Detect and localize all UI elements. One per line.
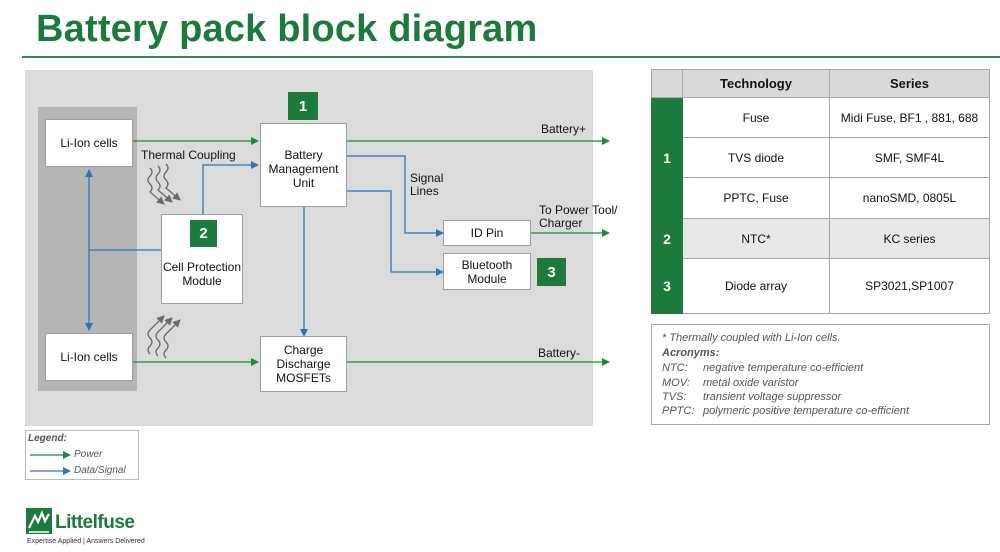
table-row: PPTC, Fuse nanoSMD, 0805L [652, 177, 990, 219]
battery-management-unit: Battery Management Unit [260, 123, 347, 207]
table-header-blank [651, 69, 683, 98]
signal-line-bmu-to-id-pin [347, 155, 444, 237]
table-cell-series: KC series [829, 218, 990, 259]
table-row: 2 NTC* KC series [651, 218, 990, 259]
battery-plus-label: Battery+ [541, 122, 587, 136]
technology-table: Technology Series 1 Fuse Midi Fuse, BF1 … [651, 69, 990, 314]
legend-power-label: Power [74, 449, 103, 460]
table-header-row: Technology Series [651, 69, 990, 98]
title-divider [22, 56, 1000, 58]
littelfuse-logo-icon [26, 508, 52, 534]
table-cell-technology: Diode array [682, 258, 830, 314]
thermal-coupling-arrows-top [147, 163, 181, 205]
battery-minus-label: Battery- [538, 346, 581, 360]
table-cell-technology: NTC* [682, 218, 830, 259]
acronym-key: MOV: [662, 377, 690, 389]
table-cell-series: Midi Fuse, BF1 , 881, 688 [829, 97, 990, 138]
table-row: TVS diode SMF, SMF4L [652, 137, 990, 178]
acronym-value: negative temperature co-efficient [703, 362, 864, 374]
brand-name: Littelfuse [55, 512, 135, 533]
li-ion-cells-top: Li-Ion cells [45, 119, 133, 167]
legend: Legend: Power Data/Signal [25, 430, 139, 480]
table-cell-technology: PPTC, Fuse [682, 177, 830, 219]
acronym-row: TVS: transient voltage suppressor [662, 391, 841, 403]
badge-bmu: 1 [288, 92, 318, 120]
id-pin-box: ID Pin [443, 220, 531, 246]
table-header-technology: Technology [682, 69, 830, 98]
group-id-2: 2 [651, 218, 683, 259]
table-cell-series: SP3021,SP1007 [829, 258, 990, 314]
brand-tagline: Expertise Applied | Answers Delivered [27, 538, 145, 545]
table-cell-technology: TVS diode [682, 137, 830, 178]
signal-lines-label: Signal Lines [410, 171, 444, 198]
legend-signal-label: Data/Signal [74, 465, 126, 476]
acronyms-heading: Acronyms: [662, 347, 720, 359]
signal-line-protection-to-bmu [202, 161, 259, 214]
thermal-coupling-label: Thermal Coupling [141, 148, 236, 162]
legend-heading: Legend: [28, 433, 67, 444]
footnote: * Thermally coupled with Li-Ion cells. [662, 332, 841, 344]
page-title: Battery pack block diagram [36, 8, 538, 50]
group-id-3: 3 [651, 258, 683, 314]
to-power-tool-label: To Power Tool/ Charger [539, 203, 618, 230]
acronym-value: transient voltage suppressor [703, 391, 842, 403]
table-cell-technology: Fuse [682, 97, 830, 138]
table-cell-series: nanoSMD, 0805L [829, 177, 990, 219]
acronym-row: PPTC: polymeric positive temperature co-e… [662, 405, 909, 417]
badge-cell-protection: 2 [190, 220, 217, 247]
acronym-value: metal oxide varistor [703, 377, 799, 389]
badge-bluetooth: 3 [537, 258, 566, 286]
table-header-series: Series [829, 69, 990, 98]
acronym-key: PPTC: [662, 405, 695, 417]
charge-discharge-mosfets: Charge Discharge MOSFETs [260, 336, 347, 392]
acronym-row: NTC: negative temperature co-efficient [662, 362, 863, 374]
acronym-value: polymeric positive temperature co-effici… [703, 405, 910, 417]
table-cell-series: SMF, SMF4L [829, 137, 990, 178]
bluetooth-module: Bluetooth Module [443, 253, 531, 290]
thermal-coupling-arrows-bottom [147, 315, 181, 359]
acronym-key: TVS: [662, 391, 687, 403]
table-row: 1 Fuse Midi Fuse, BF1 , 881, 688 [651, 97, 990, 219]
group-id-1: 1 [651, 97, 683, 219]
signal-line-bmu-to-bluetooth [347, 190, 444, 276]
acronym-key: NTC: [662, 362, 688, 374]
table-row: 3 Diode array SP3021,SP1007 [651, 258, 990, 314]
notes-box: * Thermally coupled with Li-Ion cells. A… [651, 324, 990, 425]
li-ion-cells-bottom: Li-Ion cells [45, 333, 133, 381]
acronym-row: MOV: metal oxide varistor [662, 377, 798, 389]
